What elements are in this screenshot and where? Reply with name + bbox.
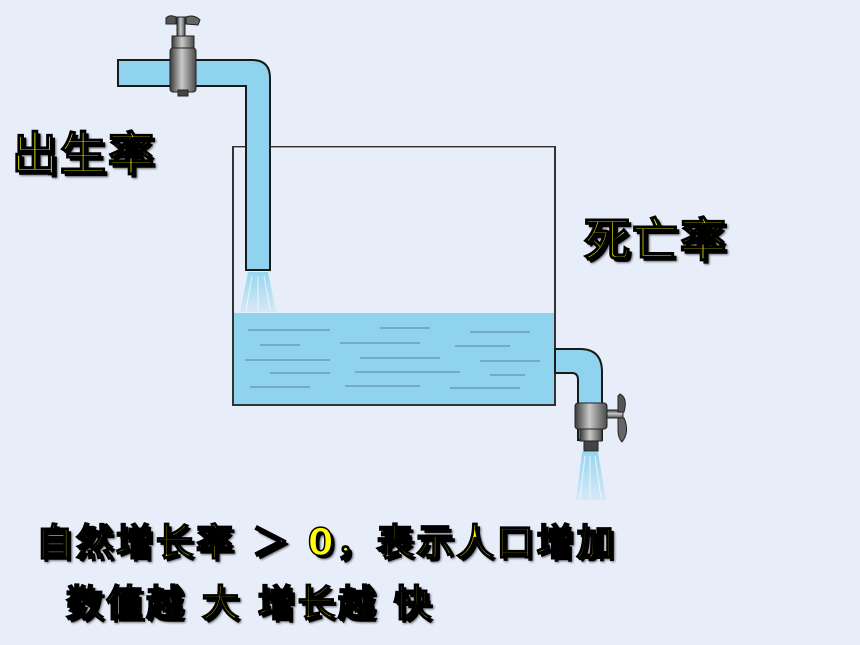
caption-line-2: 数值越 大 增长越 快 [65,581,434,626]
water-ripples [245,327,540,389]
birth-rate-label: 出生率 [11,126,156,182]
outlet-water-stream [576,452,606,500]
inlet-pipe [117,59,271,271]
faucet-icon [574,393,628,452]
death-rate-label: 死亡率 [583,212,728,268]
tank-water [233,313,555,405]
caption-line-1: 自然增长率 ＞ 0，表示人口增加 [35,520,617,565]
faucet-icon [165,15,201,97]
tank-outline [232,146,556,406]
